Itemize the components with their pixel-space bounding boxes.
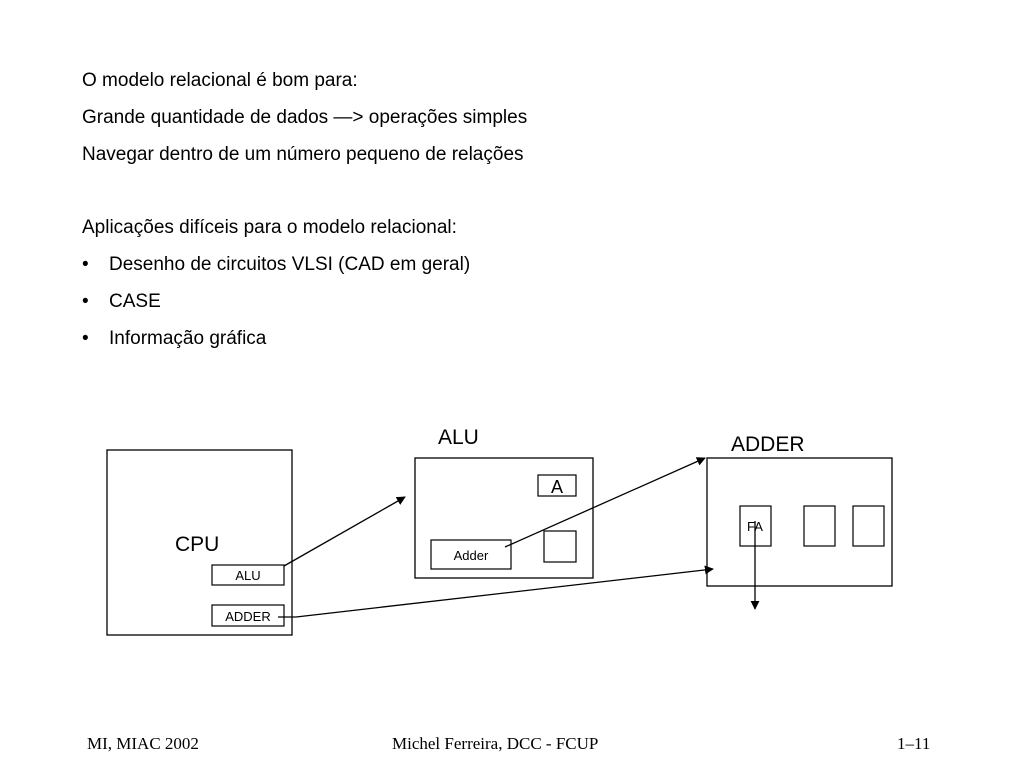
bullet-text-1: Desenho de circuitos VLSI (CAD em geral) <box>109 254 471 275</box>
cpu-alu-label: ALU <box>235 568 260 583</box>
alu-empty-box <box>543 530 577 563</box>
intro-heading: O modelo relacional é bom para: <box>82 70 358 91</box>
bullet-glyph: • <box>82 291 89 312</box>
arrow-cpu-adder-to-adder <box>278 565 714 618</box>
alu-adder-label: Adder <box>454 548 489 563</box>
bullet-text-3: Informação gráfica <box>109 328 267 349</box>
footer-page-number: 1–11 <box>897 734 931 753</box>
bullet-glyph: • <box>82 328 89 349</box>
cpu-title: CPU <box>175 533 219 556</box>
footer-left: MI, MIAC 2002 <box>87 734 199 753</box>
alu-box <box>414 457 594 579</box>
bullet-item-2: • CASE <box>82 287 527 324</box>
intro-line-1: Grande quantidade de dados —> operações … <box>82 107 528 128</box>
alu-a-label: A <box>551 477 563 497</box>
alu-title: ALU <box>438 426 479 449</box>
hard-heading: Aplicações difíceis para o modelo relaci… <box>82 217 457 238</box>
adder-empty-box-2 <box>852 505 885 547</box>
adder-empty-box-1 <box>803 505 836 547</box>
cpu-alu-box <box>211 564 285 586</box>
adder-box <box>706 457 893 587</box>
arrow-cpu-alu-to-alu <box>283 496 406 567</box>
cpu-adder-box <box>211 604 285 627</box>
slide-text: O modelo relacional é bom para: Grande q… <box>82 66 527 361</box>
cpu-box <box>106 449 293 636</box>
bullet-item-3: • Informação gráfica <box>82 324 527 361</box>
bullet-text-2: CASE <box>109 291 161 312</box>
adder-title: ADDER <box>731 433 805 456</box>
alu-a-box <box>537 474 577 497</box>
alu-adder-box <box>430 539 512 570</box>
cpu-adder-label: ADDER <box>225 609 271 624</box>
intro-line-2: Navegar dentro de um número pequeno de r… <box>82 144 524 165</box>
arrow-alu-adder-to-adder <box>504 457 706 548</box>
bullet-glyph: • <box>82 254 89 275</box>
footer-center: Michel Ferreira, DCC - FCUP <box>392 734 599 753</box>
bullet-item-1: • Desenho de circuitos VLSI (CAD em gera… <box>82 250 527 287</box>
